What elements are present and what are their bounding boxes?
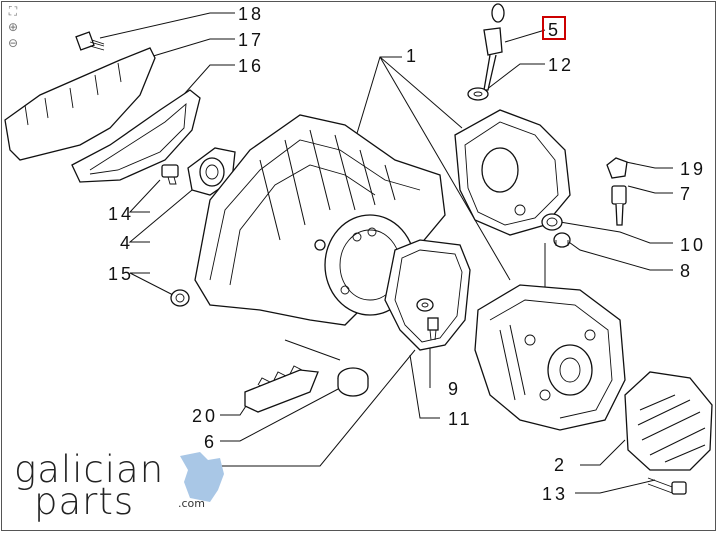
callout-4[interactable]: 4 xyxy=(120,233,133,253)
callout-20[interactable]: 20 xyxy=(192,406,218,426)
part-7-sensor xyxy=(611,185,627,226)
part-19-connector xyxy=(606,157,628,179)
callout-14[interactable]: 14 xyxy=(108,204,134,224)
part-8-plug xyxy=(553,232,571,248)
callout-10[interactable]: 10 xyxy=(680,235,706,255)
callout-11[interactable]: 11 xyxy=(448,409,473,429)
callout-12[interactable]: 12 xyxy=(548,55,574,75)
logo-text-dotcom: .com xyxy=(178,497,205,510)
logo-text-galician: galician xyxy=(14,448,165,491)
part-10-oil-seal xyxy=(541,213,563,231)
callout-5-highlight-box xyxy=(542,16,566,40)
part-17-cover-plate xyxy=(4,47,156,161)
part-5-dipstick xyxy=(483,3,505,91)
part-13-bolt xyxy=(647,477,687,495)
part-2-end-cover xyxy=(624,371,713,471)
callout-1[interactable]: 1 xyxy=(406,46,419,66)
callout-18[interactable]: 18 xyxy=(238,4,264,24)
fit-to-screen-icon[interactable]: ⛶ xyxy=(8,4,18,18)
part-20-bracket xyxy=(244,365,319,413)
callout-19[interactable]: 19 xyxy=(680,159,706,179)
callout-6[interactable]: 6 xyxy=(204,432,217,452)
part-12-washer xyxy=(467,87,489,101)
part-11-washer xyxy=(416,298,434,312)
part-14-plug xyxy=(161,164,179,185)
zoom-out-icon[interactable]: ⊖ xyxy=(7,36,19,50)
callout-7[interactable]: 7 xyxy=(680,184,693,204)
logo-text-parts: parts xyxy=(34,480,135,523)
callout-13[interactable]: 13 xyxy=(542,484,568,504)
part-3-gasket xyxy=(384,239,471,351)
galicia-map-icon xyxy=(180,452,224,502)
part-16-gasket xyxy=(71,89,201,183)
callout-5[interactable]: 5 xyxy=(548,20,561,40)
part-9-bolt xyxy=(427,317,439,341)
part-2-gearbox-case xyxy=(474,284,626,431)
part-15-plug xyxy=(170,289,190,307)
part-1-rear-cover xyxy=(454,109,571,236)
part-1-main-housing xyxy=(194,114,446,326)
callout-9[interactable]: 9 xyxy=(448,379,461,399)
part-6-cap xyxy=(337,367,369,397)
callout-labels: 18 17 16 14 4 15 1 5 12 19 7 10 8 9 11 2… xyxy=(108,4,706,504)
callout-17[interactable]: 17 xyxy=(238,30,264,50)
part-18-bolt xyxy=(75,31,105,51)
callout-2[interactable]: 2 xyxy=(554,455,567,475)
callout-8[interactable]: 8 xyxy=(680,261,693,281)
callout-15[interactable]: 15 xyxy=(108,264,134,284)
zoom-toolbar: ⛶ ⊕ ⊖ xyxy=(6,4,22,50)
galicianparts-logo: galician parts .com xyxy=(8,448,224,523)
zoom-in-icon[interactable]: ⊕ xyxy=(7,20,19,34)
callout-16[interactable]: 16 xyxy=(238,56,264,76)
